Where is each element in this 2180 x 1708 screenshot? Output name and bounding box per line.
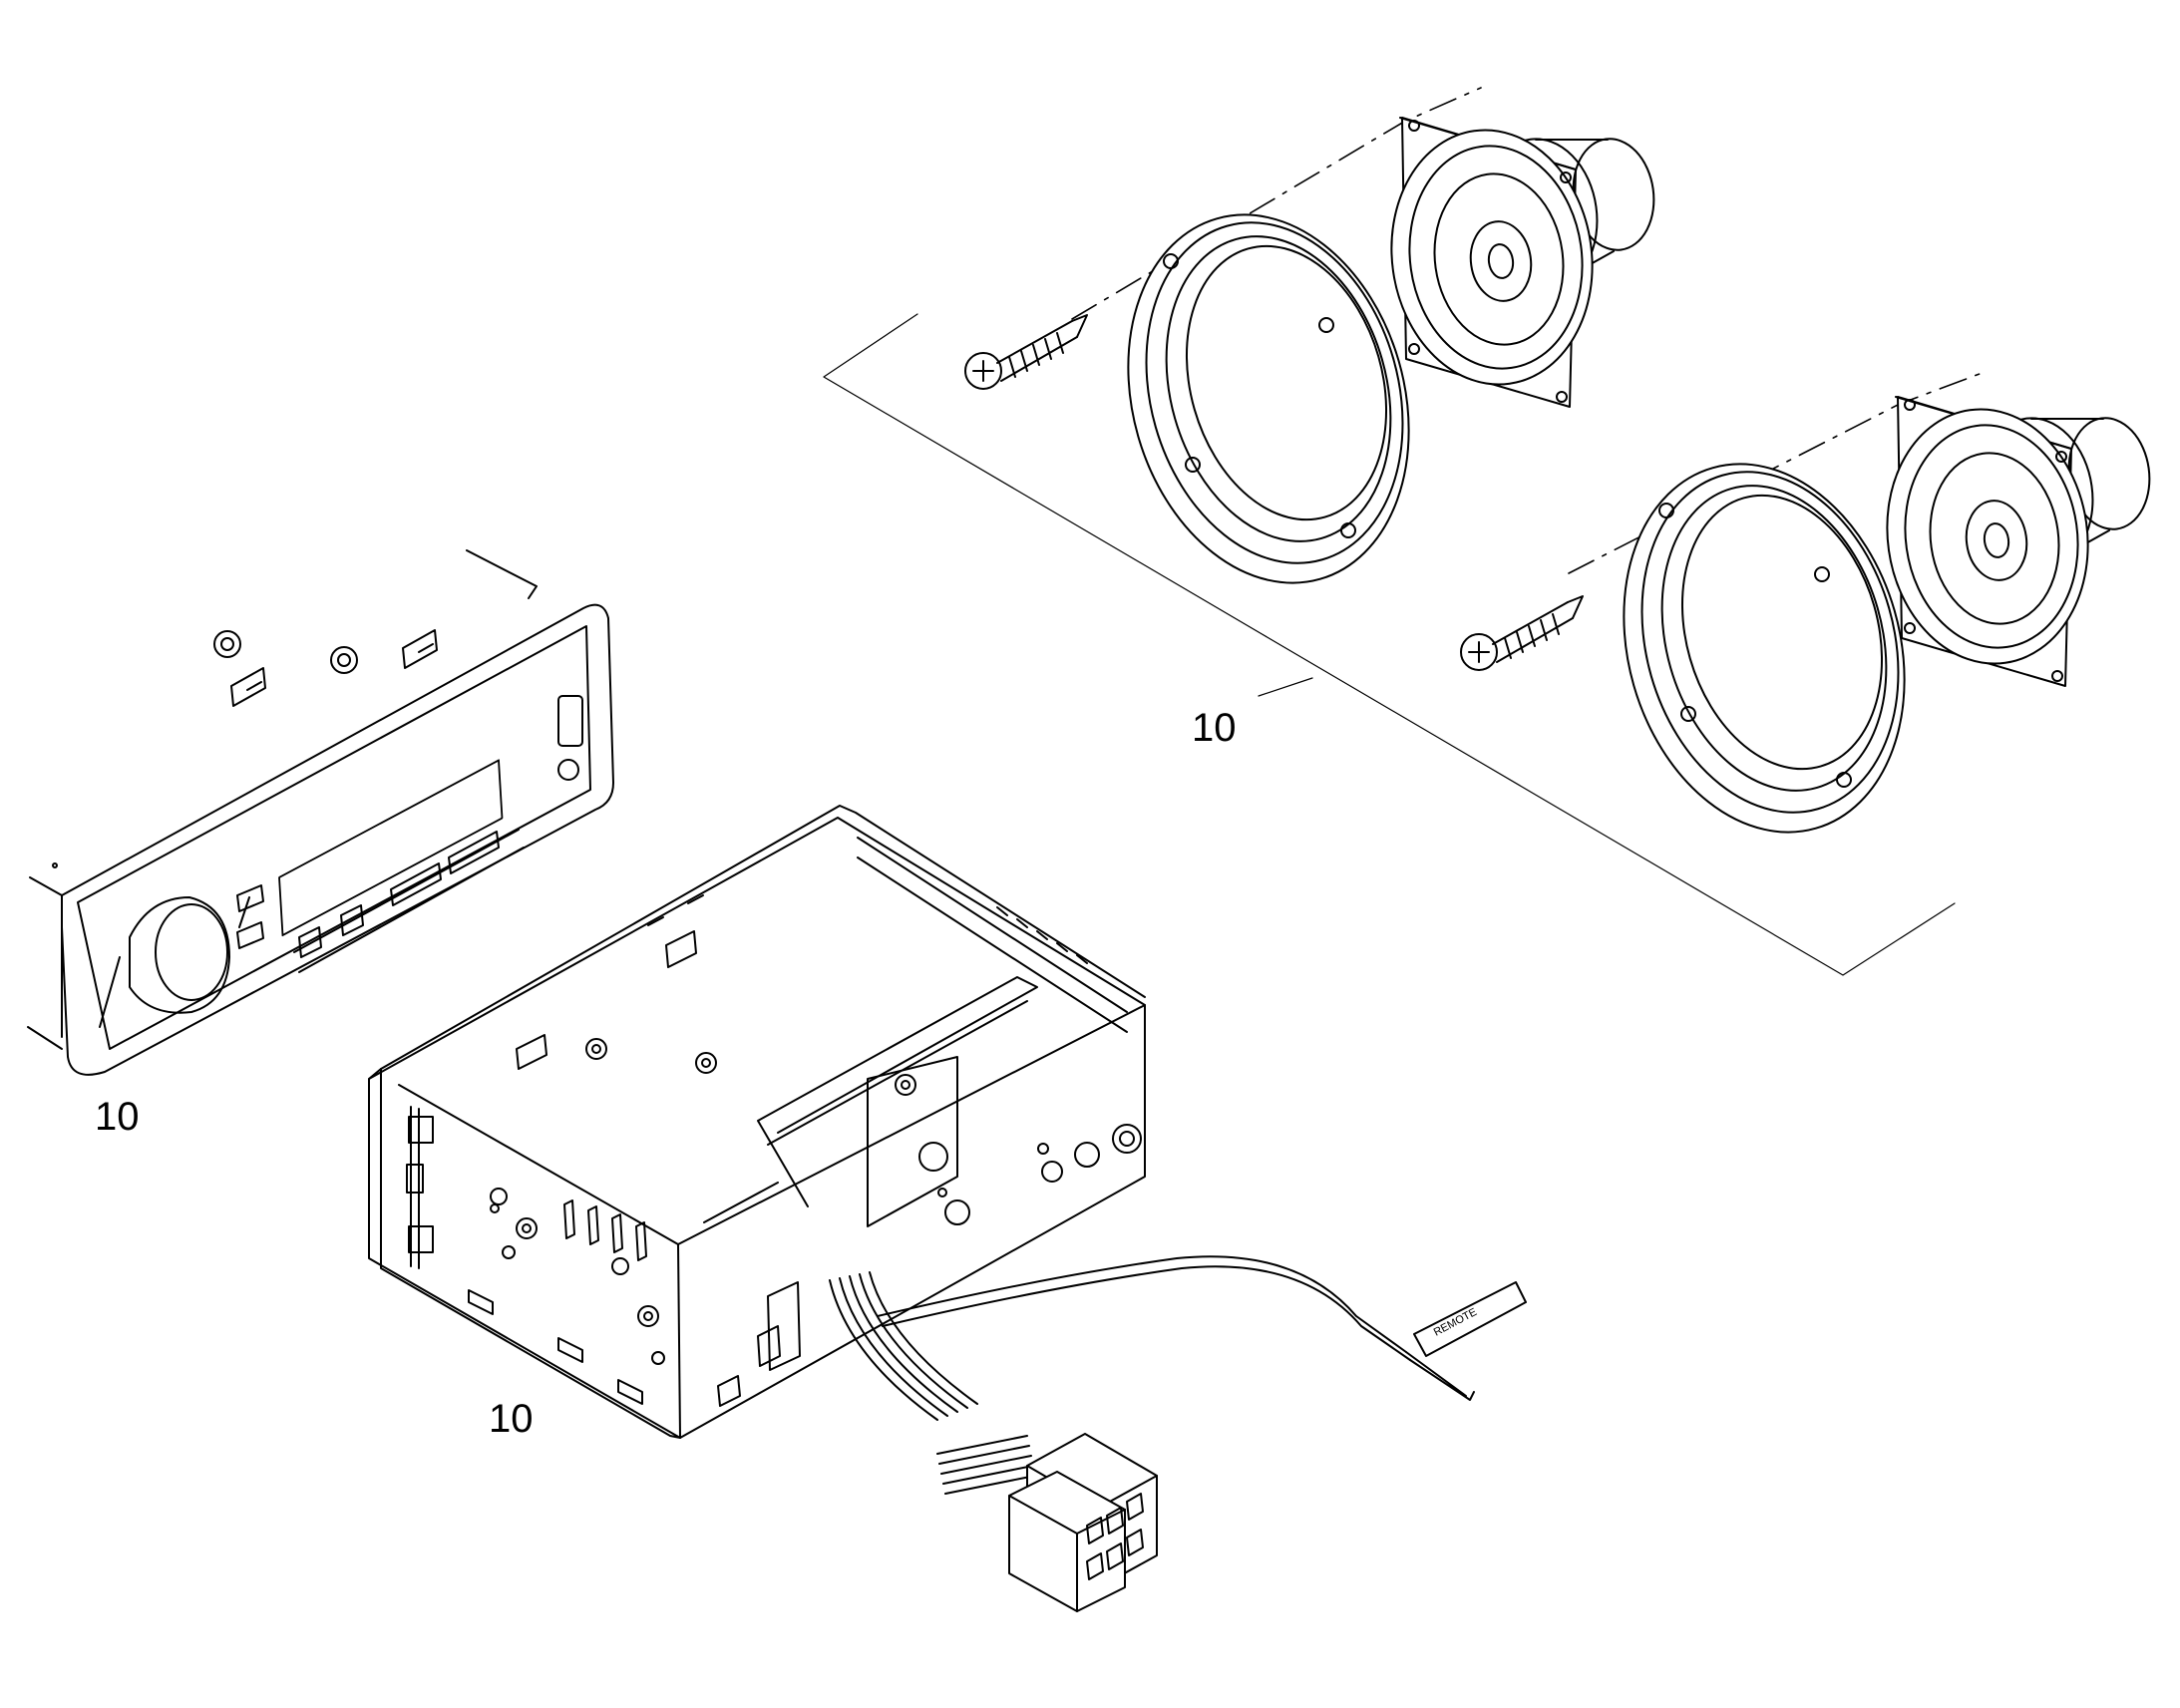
detachable-faceplate — [27, 549, 614, 1076]
speaker-unit-2 — [1886, 396, 2151, 687]
faceplate-aux-jack — [557, 759, 579, 781]
speaker-kit — [823, 87, 2151, 976]
faceplate-release-button — [557, 695, 583, 747]
faceplate-volume-knob — [155, 903, 228, 1001]
speaker-unit-1 — [1390, 117, 1655, 408]
speaker-grill-1 — [1127, 213, 1410, 584]
callout-leader-speakers — [1258, 677, 1313, 697]
speaker-set-1 — [964, 117, 1655, 584]
faceplate-screw-1 — [213, 630, 241, 658]
faceplate-screw-2 — [330, 646, 358, 674]
faceplate-display-window — [278, 759, 504, 937]
head-unit-chassis — [368, 805, 1146, 1439]
callout-faceplate: 10 — [95, 1095, 140, 1139]
tapping-screw-2 — [1460, 595, 1584, 671]
speaker-kit-bracket — [823, 313, 1956, 976]
speaker-grill-2 — [1623, 463, 1906, 834]
speaker-set-2 — [1460, 396, 2151, 834]
iso-connector — [1008, 1433, 1158, 1612]
tapping-screw-1 — [964, 314, 1088, 390]
callout-head-unit: 10 — [489, 1397, 534, 1441]
wiring-harness: REMOTE — [829, 1255, 1527, 1612]
remote-wire-tag: REMOTE — [1413, 1281, 1527, 1357]
callout-speakers: 10 — [1192, 706, 1237, 750]
